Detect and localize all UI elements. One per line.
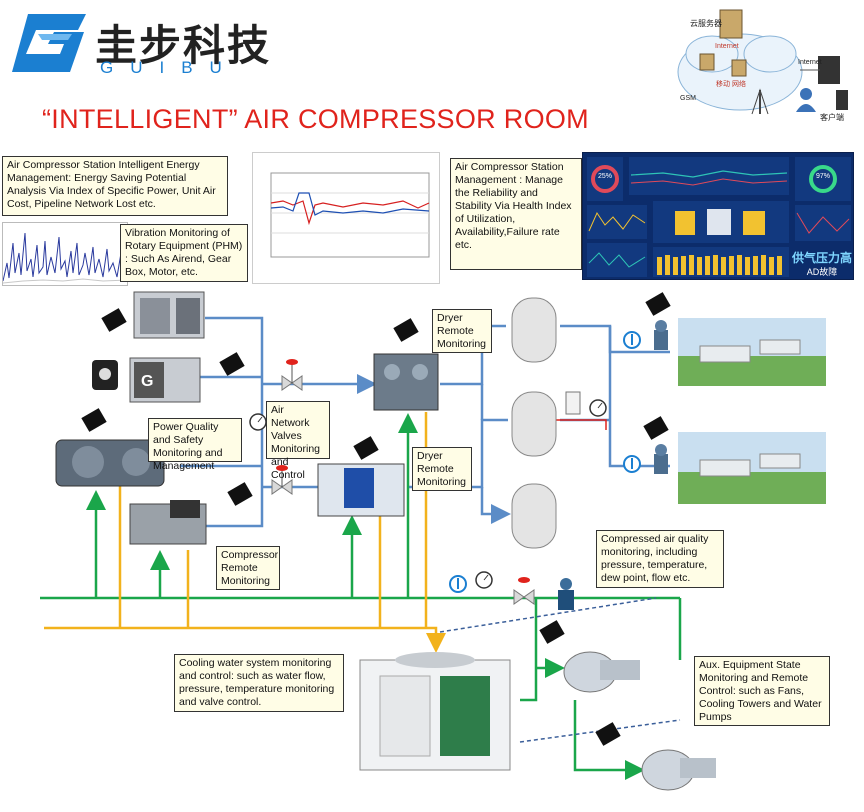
callout-dryer-remote-2: Dryer Remote Monitoring bbox=[412, 447, 472, 491]
callout-power-quality: Power Quality and Safety Monitoring and … bbox=[148, 418, 242, 472]
cloud-server-label: 云服务器 bbox=[690, 18, 722, 28]
vibration-spectrum-panel bbox=[2, 222, 130, 286]
page-title: “INTELLIGENT” AIR COMPRESSOR ROOM bbox=[42, 104, 589, 134]
pressure-gauge-icon bbox=[249, 413, 267, 431]
flow-meter-icon bbox=[654, 444, 668, 474]
callout-air-quality: Compressed air quality monitoring, inclu… bbox=[596, 530, 724, 588]
callout-dryer-remote-1: Dryer Remote Monitoring bbox=[432, 309, 492, 353]
internet-label: Internet bbox=[715, 43, 739, 50]
valve-icon-2 bbox=[271, 465, 293, 495]
trend-series-red bbox=[270, 200, 430, 226]
logo-chinese-name: 圭步科技 bbox=[95, 21, 272, 70]
logo-english-name: GUIBU bbox=[100, 58, 239, 77]
dashboard-alert-text: 供气压力高 bbox=[791, 251, 852, 265]
water-pump-2 bbox=[641, 749, 716, 791]
air-receiver-tank-3 bbox=[511, 483, 557, 549]
screw-compressor bbox=[129, 500, 207, 545]
callout-cooling-water: Cooling water system monitoring and cont… bbox=[174, 654, 344, 712]
desiccant-dryer bbox=[317, 463, 405, 517]
server-icon bbox=[731, 59, 747, 77]
gauge-2-value: 97% bbox=[815, 173, 830, 180]
svg-text:G: G bbox=[141, 373, 153, 390]
gauge-ring-2 bbox=[809, 165, 837, 193]
cooling-tower bbox=[359, 652, 511, 771]
dashboard-bar-chart bbox=[657, 255, 782, 275]
air-compressor-2: G bbox=[129, 357, 201, 403]
centrifugal-compressor bbox=[55, 439, 165, 487]
user-icon bbox=[800, 88, 812, 100]
pressure-gauge-icon bbox=[589, 399, 607, 417]
client-label: 客户端 bbox=[820, 112, 844, 122]
vibration-waveform bbox=[2, 232, 130, 282]
tablet-icon bbox=[818, 56, 840, 84]
trend-series-blue bbox=[270, 192, 430, 216]
power-meter-icon bbox=[92, 360, 118, 390]
trend-chart-panel bbox=[252, 152, 440, 284]
callout-air-network-valves: Air Network Valves Monitoring and Contro… bbox=[266, 401, 330, 481]
air-compressor-1 bbox=[133, 291, 205, 339]
thermometer-icon bbox=[623, 455, 641, 473]
dashboard-alert-subtext: AD故障 bbox=[806, 267, 838, 277]
callout-station-management: Air Compressor Station Management : Mana… bbox=[450, 158, 582, 270]
refrigerated-dryer bbox=[373, 353, 439, 411]
mobile-network-label: 移动 网络 bbox=[716, 79, 746, 88]
server-icon bbox=[699, 53, 715, 71]
thermometer-icon bbox=[449, 575, 467, 593]
wireless-module-icons bbox=[81, 292, 671, 746]
cloud-server-icon bbox=[719, 9, 743, 39]
network-diagram: 云服务器 Internet Internet 移动 网络 GSM 客户端 bbox=[660, 4, 860, 124]
thermometer-icon bbox=[623, 331, 641, 349]
chart-plot-area bbox=[270, 172, 430, 258]
water-pump-1 bbox=[563, 651, 640, 693]
flow-meter-icon bbox=[654, 320, 668, 350]
air-receiver-tank-2 bbox=[511, 391, 557, 457]
gauge-1-value: 25% bbox=[597, 173, 612, 180]
valve-icon-1 bbox=[281, 359, 303, 391]
gauge-ring-1 bbox=[591, 165, 619, 193]
callout-compressor-remote: Compressor Remote Monitoring bbox=[216, 546, 280, 590]
callout-vibration-monitoring: Vibration Monitoring of Rotary Equipment… bbox=[120, 224, 248, 282]
valve-icon-3 bbox=[513, 577, 535, 605]
dashboard-panel: 25% 97% 供气压力高 AD故障 bbox=[582, 152, 854, 280]
pressure-gauge-icon bbox=[475, 571, 493, 589]
logo-g-icon bbox=[12, 14, 86, 72]
callout-energy-management: Air Compressor Station Intelligent Energ… bbox=[2, 156, 228, 216]
internet-right-label: Internet bbox=[798, 59, 822, 66]
factory-image-1 bbox=[678, 318, 826, 386]
factory-image-2 bbox=[678, 432, 826, 504]
flow-meter-icon bbox=[558, 578, 574, 610]
dew-point-sensor-icon bbox=[565, 391, 581, 415]
company-logo bbox=[8, 10, 88, 80]
callout-aux-equipment: Aux. Equipment State Monitoring and Remo… bbox=[694, 656, 830, 726]
air-receiver-tank-1 bbox=[511, 297, 557, 363]
phone-icon bbox=[836, 90, 848, 110]
gsm-label: GSM bbox=[680, 95, 696, 102]
